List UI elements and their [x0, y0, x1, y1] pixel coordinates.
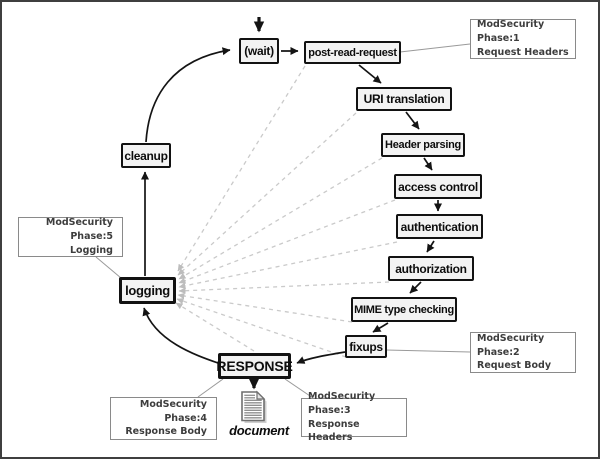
connector-fixups-to-phase2: [385, 349, 471, 353]
document-label: document: [229, 423, 289, 438]
dashed-logging-rays: [175, 65, 398, 358]
annotation-connectors: [95, 43, 471, 399]
node-post-read-request: post-read-request: [304, 41, 401, 64]
dashed-uri-translation-to-logging: [177, 112, 357, 276]
node-authorization: authorization: [388, 256, 474, 281]
dashed-header-parsing-to-logging: [178, 157, 383, 280]
arrow-authentication-to-authorization: [426, 240, 435, 253]
node-authentication: authentication: [396, 214, 483, 239]
node-fixups: fixups: [345, 335, 387, 358]
dashed-authentication-to-logging: [178, 241, 398, 289]
annotation-phase1-line1: ModSecurity Phase:1: [477, 19, 545, 45]
annotation-modsecurity-phase3: ModSecurity Phase:3 Response Headers: [301, 391, 407, 443]
arrow-header-parsing-to-access: [423, 157, 433, 171]
node-logging: logging: [119, 277, 176, 304]
node-wait: (wait): [239, 38, 279, 64]
node-mime-type-checking: MIME type checking: [351, 297, 457, 322]
annotation-phase3-line1: ModSecurity Phase:3: [308, 390, 376, 416]
dashed-response-to-logging: [175, 302, 255, 352]
arrow-fixups-to-response: [296, 351, 346, 364]
dashed-fixups-to-logging: [176, 298, 347, 358]
annotation-phase4-line2: Response Body: [125, 426, 207, 438]
arrow-response-to-logging: [142, 307, 219, 364]
node-cleanup: cleanup: [121, 143, 171, 168]
arrow-authorization-to-mime: [409, 281, 422, 294]
annotation-modsecurity-phase2: ModSecurity Phase:2 Request Body: [470, 332, 576, 373]
document-icon: [238, 390, 272, 424]
connector-post-read-to-phase1: [399, 43, 471, 53]
flow-arrows: [141, 17, 442, 390]
annotation-phase5-line2: Logging: [69, 244, 113, 256]
annotation-modsecurity-phase1: ModSecurity Phase:1 Request Headers: [470, 19, 576, 59]
dashed-authorization-to-logging: [178, 281, 390, 294]
connector-response-to-phase3: [284, 378, 314, 399]
node-access-control: access control: [394, 174, 482, 199]
arrow-post-read-to-uri: [358, 64, 382, 84]
annotation-phase3-line2: Response Headers: [308, 418, 360, 444]
node-response: RESPONSE: [216, 353, 293, 379]
annotation-phase2-line2: Request Body: [477, 360, 552, 372]
dashed-post-read-to-logging: [177, 65, 306, 272]
arrow-mime-to-fixups: [372, 322, 389, 333]
connector-phase5-to-logging: [95, 256, 122, 279]
arrow-cleanup-to-wait: [145, 47, 231, 143]
annotation-phase4-line1: ModSecurity Phase:4: [139, 398, 207, 424]
annotation-phase1-line2: Request Headers: [477, 46, 569, 58]
arrow-uri-to-header-parsing: [405, 111, 420, 130]
dashed-mime-to-logging: [177, 292, 353, 323]
connector-response-to-phase4: [197, 378, 224, 398]
annotation-modsecurity-phase4: ModSecurity Phase:4 Response Body: [110, 397, 217, 440]
node-header-parsing: Header parsing: [381, 133, 465, 157]
node-uri-translation: URI translation: [356, 87, 452, 111]
dashed-access-control-to-logging: [178, 199, 396, 284]
annotation-modsecurity-phase5: ModSecurity Phase:5 Logging: [18, 217, 123, 257]
annotation-phase5-line1: ModSecurity Phase:5: [45, 217, 113, 243]
annotation-phase2-line1: ModSecurity Phase:2: [477, 332, 545, 358]
